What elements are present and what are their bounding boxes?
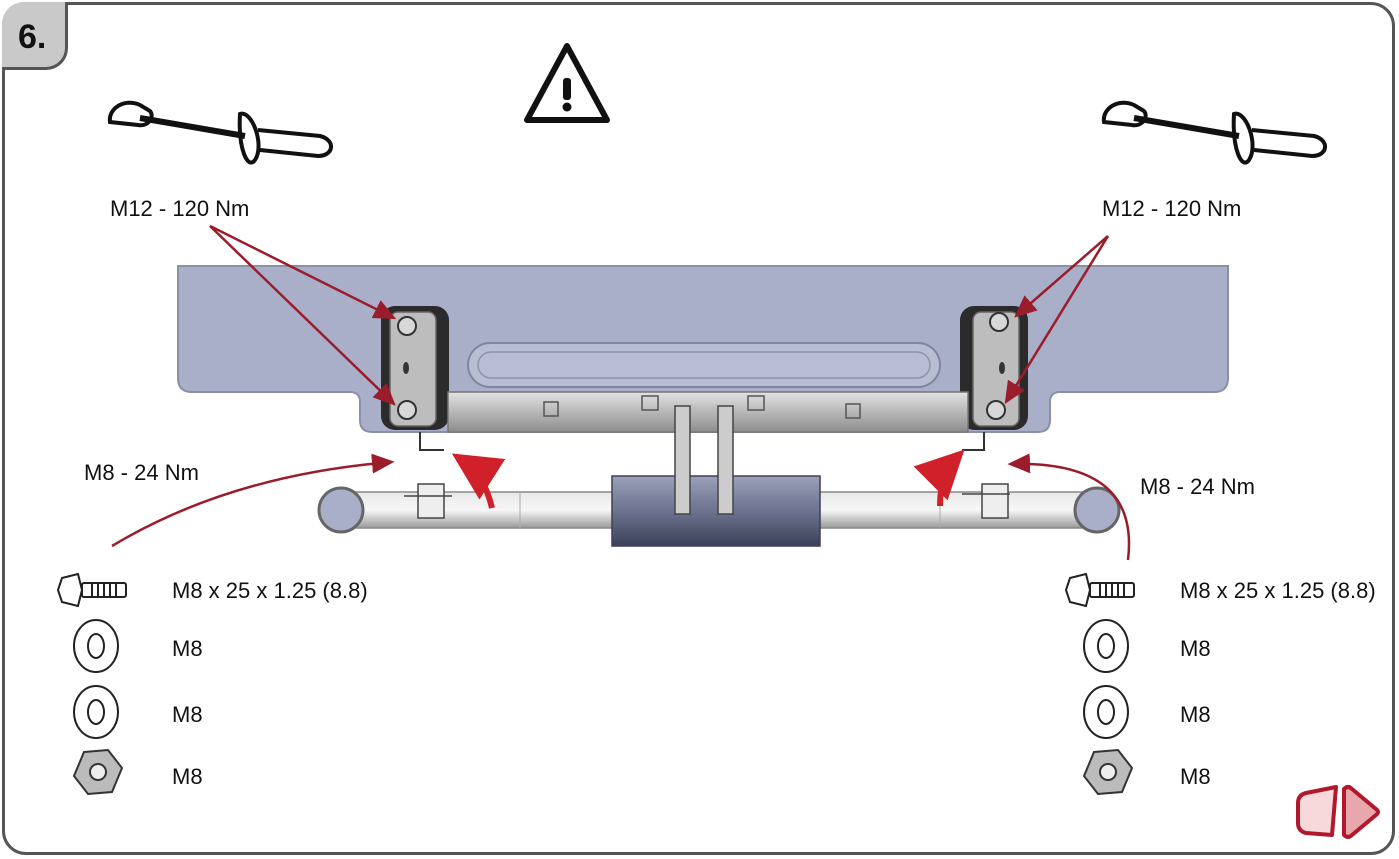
part-label-washer-right-1: M8: [1180, 636, 1211, 661]
bracket-left: [381, 306, 449, 430]
torque-wrench-icon: [1101, 100, 1327, 165]
part-label-nut-right: M8: [1180, 764, 1211, 789]
washer-icon: [1083, 619, 1129, 673]
step-tab: 6.: [2, 2, 68, 70]
bolt-icon: [1064, 572, 1135, 608]
torque-label-right-m12: M12 - 120 Nm: [1102, 196, 1242, 221]
washer-icon: [1083, 685, 1129, 739]
nut-icon: [72, 748, 124, 796]
part-label-washer-left-1: M8: [172, 636, 203, 661]
part-label-nut-left: M8: [172, 764, 203, 789]
torque-label-left-m8: M8 - 24 Nm: [84, 460, 199, 485]
part-label-washer-left-2: M8: [172, 702, 203, 727]
nut-icon: [1082, 748, 1134, 796]
bracket-right: [960, 306, 1028, 430]
washer-icon: [73, 685, 119, 739]
part-label-bolt-right: M8 x 25 x 1.25 (8.8): [1180, 578, 1376, 603]
washer-icon: [73, 619, 119, 673]
cross-rail: [447, 391, 969, 433]
step-number: 6.: [18, 18, 47, 56]
bolt-icon: [56, 572, 127, 608]
plate-slot: [467, 342, 941, 388]
next-arrow-icon: [1296, 785, 1380, 839]
torque-label-left-m12: M12 - 120 Nm: [110, 196, 250, 221]
torque-wrench-icon: [107, 100, 333, 165]
next-page-button[interactable]: [1292, 783, 1382, 839]
torque-label-right-m8: M8 - 24 Nm: [1140, 474, 1255, 499]
part-label-washer-right-2: M8: [1180, 702, 1211, 727]
part-label-bolt-left: M8 x 25 x 1.25 (8.8): [172, 578, 368, 603]
warning-triangle-icon: [524, 43, 610, 123]
